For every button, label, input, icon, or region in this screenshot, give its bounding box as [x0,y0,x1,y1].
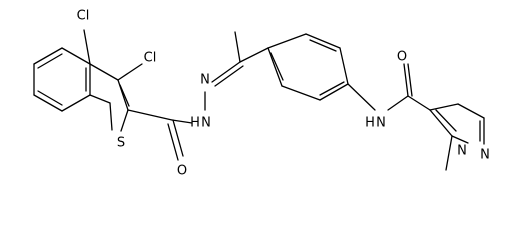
bond-line [305,33,341,49]
atom-n-hydrazone: N [200,73,210,88]
bond-lines [33,29,485,171]
atom-labels: Cl Cl S O N H N N H O N N [77,9,490,179]
bond-line [119,84,130,107]
bond-line [83,29,91,65]
bond-line [309,39,337,52]
bond-line [89,94,111,104]
atom-cl-top: Cl [77,9,90,24]
atom-n-pyrazole-methyl: N [457,144,467,159]
bond-line [61,94,91,112]
bond-line [267,33,307,49]
bond-line [457,103,485,119]
bond-line [403,63,409,97]
bond-line [239,47,269,63]
bond-line [339,47,349,85]
bond-line [171,119,193,124]
atom-cl-mid: Cl [144,51,157,66]
atom-n-pyrazole: N [480,148,490,163]
atom-n-amide-left: N [201,116,211,131]
bond-line [267,47,283,87]
bond-line [211,61,241,83]
bond-line [89,63,119,81]
atom-o-right: O [397,50,407,65]
bond-line [234,31,241,63]
bond-line [167,123,179,161]
bond-line [407,95,431,111]
bond-line [319,83,349,101]
bond-line [37,90,63,106]
bond-line [117,79,129,111]
bond-line [281,85,321,101]
atom-s: S [117,136,125,151]
bond-line [214,65,244,87]
atom-n-amide-right: N [376,116,386,131]
bond-line [347,83,376,111]
bond-line [33,94,63,112]
bond-line [270,52,284,81]
bond-line [172,119,184,157]
bond-line [429,109,453,137]
atom-h-amide-left: H [190,116,200,131]
bond-line [33,47,63,65]
bond-line [445,135,453,171]
bond-line [319,81,345,96]
bond-line [387,95,409,111]
atom-o-left: O [177,164,187,179]
bond-line [120,109,129,132]
bond-line [117,63,143,81]
bond-line [61,47,91,65]
bond-line [127,109,173,121]
bond-line [435,109,457,132]
bond-line [429,103,459,111]
bond-line [37,53,63,69]
bond-line [451,135,469,144]
atom-h-amide-right: H [365,116,375,131]
bond-line [407,63,413,97]
bond-line [109,102,113,131]
chemical-structure-diagram: Cl Cl S O N H N N H O N N [33,9,490,179]
